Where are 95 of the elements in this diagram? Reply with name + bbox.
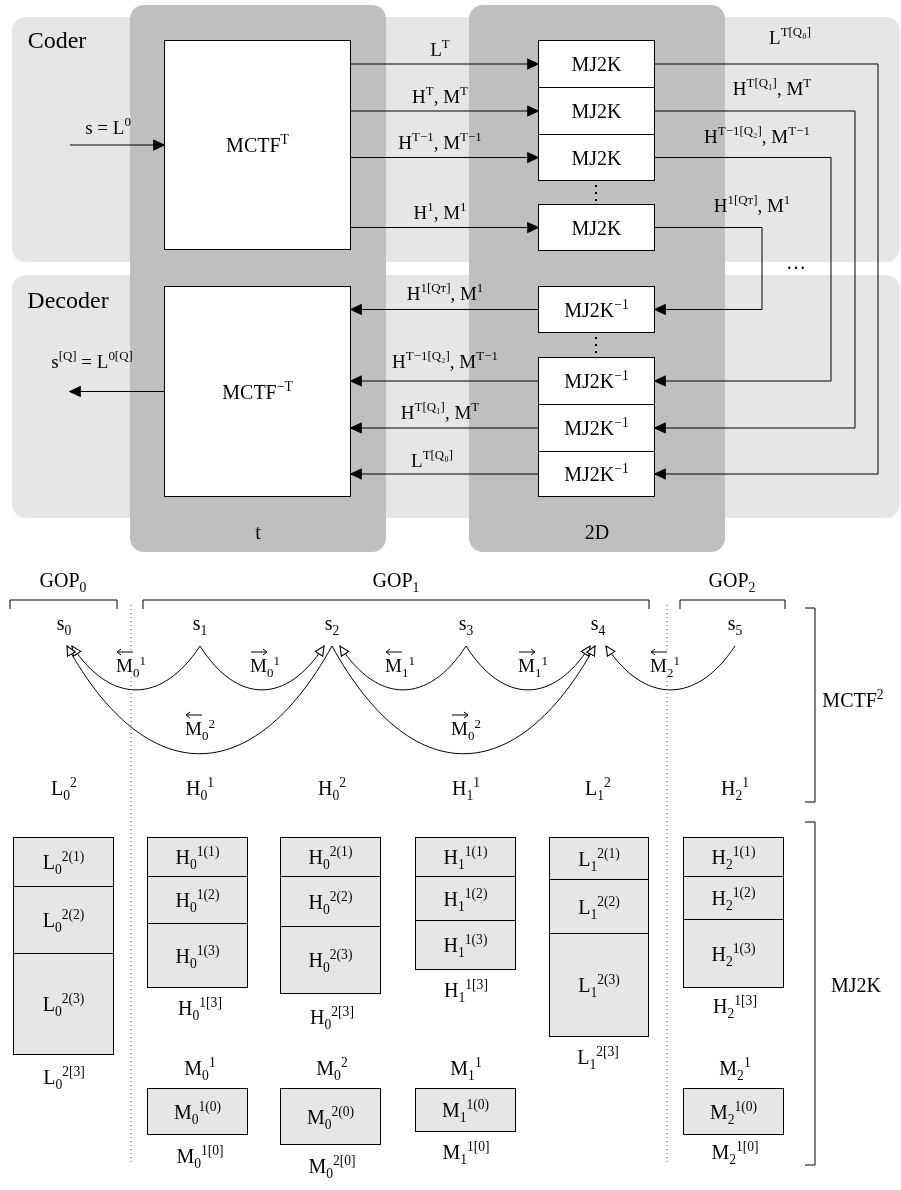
edge-label: s = L$^{0}$ [85, 117, 131, 139]
subband-block [415, 1088, 516, 1132]
arrow [350, 304, 539, 315]
edge-label: H$^{1}$, M$^{1}$ [413, 202, 467, 224]
subband-block [683, 1088, 784, 1135]
process-box [538, 40, 655, 88]
arrow [350, 422, 539, 434]
subband-block [147, 1088, 248, 1135]
process-box [538, 134, 655, 181]
column-label: t [255, 521, 261, 543]
arrow [654, 63, 879, 480]
math-label: MJ2K [831, 974, 881, 996]
curved-arrow [331, 645, 596, 755]
box-label: MJ2K$^{−1}$ [564, 370, 629, 392]
process-box [538, 451, 655, 497]
box-label: MJ2K [571, 216, 622, 239]
subband-block [13, 886, 114, 954]
subband-block [415, 837, 516, 877]
math-label: GOP$_{0}$ [39, 569, 87, 591]
arrow [350, 58, 539, 70]
box-label: MCTF$^{T}$ [226, 134, 289, 156]
curved-arrow [339, 645, 467, 691]
frame-label: s$_{2}$ [307, 606, 357, 646]
column-label: 2D [584, 521, 610, 543]
frame-label: s$_{0}$ [39, 606, 89, 646]
process-box [538, 357, 655, 405]
box-label: MJ2K$^{−1}$ [564, 463, 629, 485]
subband-block [13, 837, 114, 887]
arrow [350, 375, 539, 387]
arrow [350, 222, 539, 233]
box-label: MJ2K [571, 146, 622, 169]
frame-label: s$_{4}$ [573, 606, 623, 646]
subband-block [280, 876, 381, 927]
edge-label: H$^{1[Qᴛ]}$, M$^{1}$ [406, 283, 484, 305]
subband-block [147, 876, 248, 924]
process-box [538, 286, 655, 333]
process-box [538, 204, 655, 251]
box-label: MJ2K$^{−1}$ [564, 298, 629, 321]
frame-label: s$_{3}$ [441, 606, 491, 646]
edge-label: H$^{1[Qᴛ]}$, M$^{1}$ [713, 195, 791, 217]
box-label: MJ2K$^{−1}$ [564, 417, 629, 439]
subband-block [147, 837, 248, 877]
edge-label: L$^{T}$ [430, 39, 450, 61]
frame-label: s$_{1}$ [175, 606, 225, 646]
process-box [538, 404, 655, 452]
box-label: MJ2K [571, 100, 622, 122]
subband-block [280, 837, 381, 877]
arrow [350, 105, 539, 117]
subband-block [280, 1088, 381, 1145]
edge-label: L$^{T[Q₀]}$ [411, 450, 453, 472]
arrow [69, 386, 165, 397]
subband-block [549, 837, 649, 880]
subband-block [280, 926, 381, 994]
panel-title: Coder [27, 26, 87, 54]
arrow [654, 157, 832, 387]
arrow [350, 468, 539, 480]
arrow [654, 227, 763, 315]
ellipsis: ⋮ [586, 181, 606, 203]
box-label: MCTF$^{−T}$ [222, 380, 293, 403]
edge-label: s$^{[Q]}$ = L$^{0[Q]}$ [51, 351, 133, 373]
edge-label: L$^{T[Q₀]}$ [769, 27, 811, 49]
curved-arrow [66, 645, 333, 755]
subband-block [549, 879, 649, 934]
curved-arrow [465, 645, 591, 691]
edge-label: H$^{T[Q₁]}$, M$^{T}$ [732, 78, 812, 100]
ellipsis: … [786, 251, 806, 273]
ellipsis: ⋮ [586, 333, 606, 355]
subband-block [549, 933, 649, 1037]
edge-label: H$^{T[Q₁]}$, M$^{T}$ [400, 402, 480, 424]
math-label: GOP$_{2}$ [708, 569, 756, 591]
arrow [69, 139, 165, 151]
arrow [654, 110, 856, 434]
subband-block [13, 953, 114, 1055]
subband-block [683, 919, 784, 988]
arrow [350, 152, 539, 163]
panel-title: Decoder [27, 286, 109, 314]
edge-label: H$^{T}$, M$^{T}$ [412, 86, 468, 108]
process-box [538, 87, 655, 135]
curved-arrow [199, 645, 325, 691]
process-box [164, 40, 351, 250]
edge-label: H$^{T−1[Q₂]}$, M$^{T−1}$ [704, 126, 810, 148]
math-label: MCTF$^{2}$ [822, 689, 884, 711]
subband-block [683, 876, 784, 920]
process-box [164, 286, 351, 497]
curved-arrow [71, 645, 201, 691]
curved-arrow [605, 645, 736, 691]
subband-block [415, 876, 516, 921]
frame-label: s$_{5}$ [710, 606, 760, 646]
edge-label: H$^{T−1}$, M$^{T−1}$ [398, 132, 482, 154]
subband-block [415, 920, 516, 970]
edge-label: H$^{T−1[Q₂]}$, M$^{T−1}$ [392, 351, 498, 373]
box-label: MJ2K [571, 53, 622, 75]
subband-block [683, 837, 784, 877]
subband-block [147, 923, 248, 988]
math-label: GOP$_{1}$ [372, 569, 420, 591]
